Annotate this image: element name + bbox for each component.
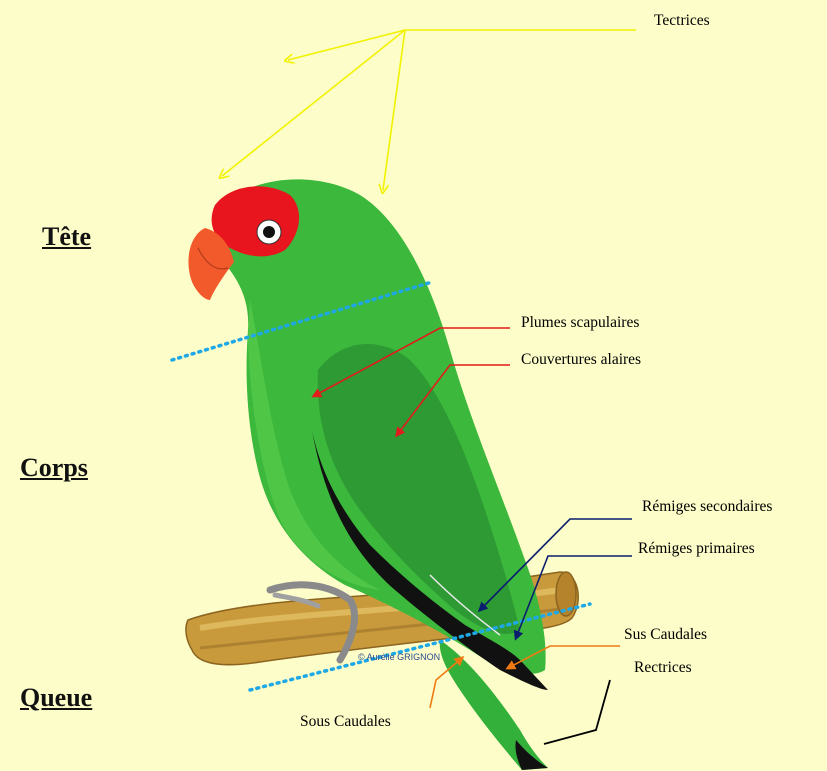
label-remiges-secondaires: Rémiges secondaires [642, 498, 772, 516]
label-sous-caudales: Sous Caudales [300, 713, 391, 731]
label-couvertures-alaires: Couvertures alaires [521, 351, 641, 369]
section-tail: Queue [20, 683, 92, 713]
label-sus-caudales: Sus Caudales [624, 626, 707, 644]
label-rectrices: Rectrices [634, 659, 692, 677]
label-plumes-scapulaires: Plumes scapulaires [521, 314, 639, 332]
label-tectrices: Tectrices [654, 12, 710, 30]
section-body: Corps [20, 453, 88, 483]
rectrices-line [544, 680, 610, 744]
tectrices-arrows [222, 30, 636, 190]
artist-credit: © Aurélie GRIGNON [358, 652, 440, 662]
section-head: Tête [42, 222, 91, 252]
label-remiges-primaires: Rémiges primaires [638, 540, 755, 558]
